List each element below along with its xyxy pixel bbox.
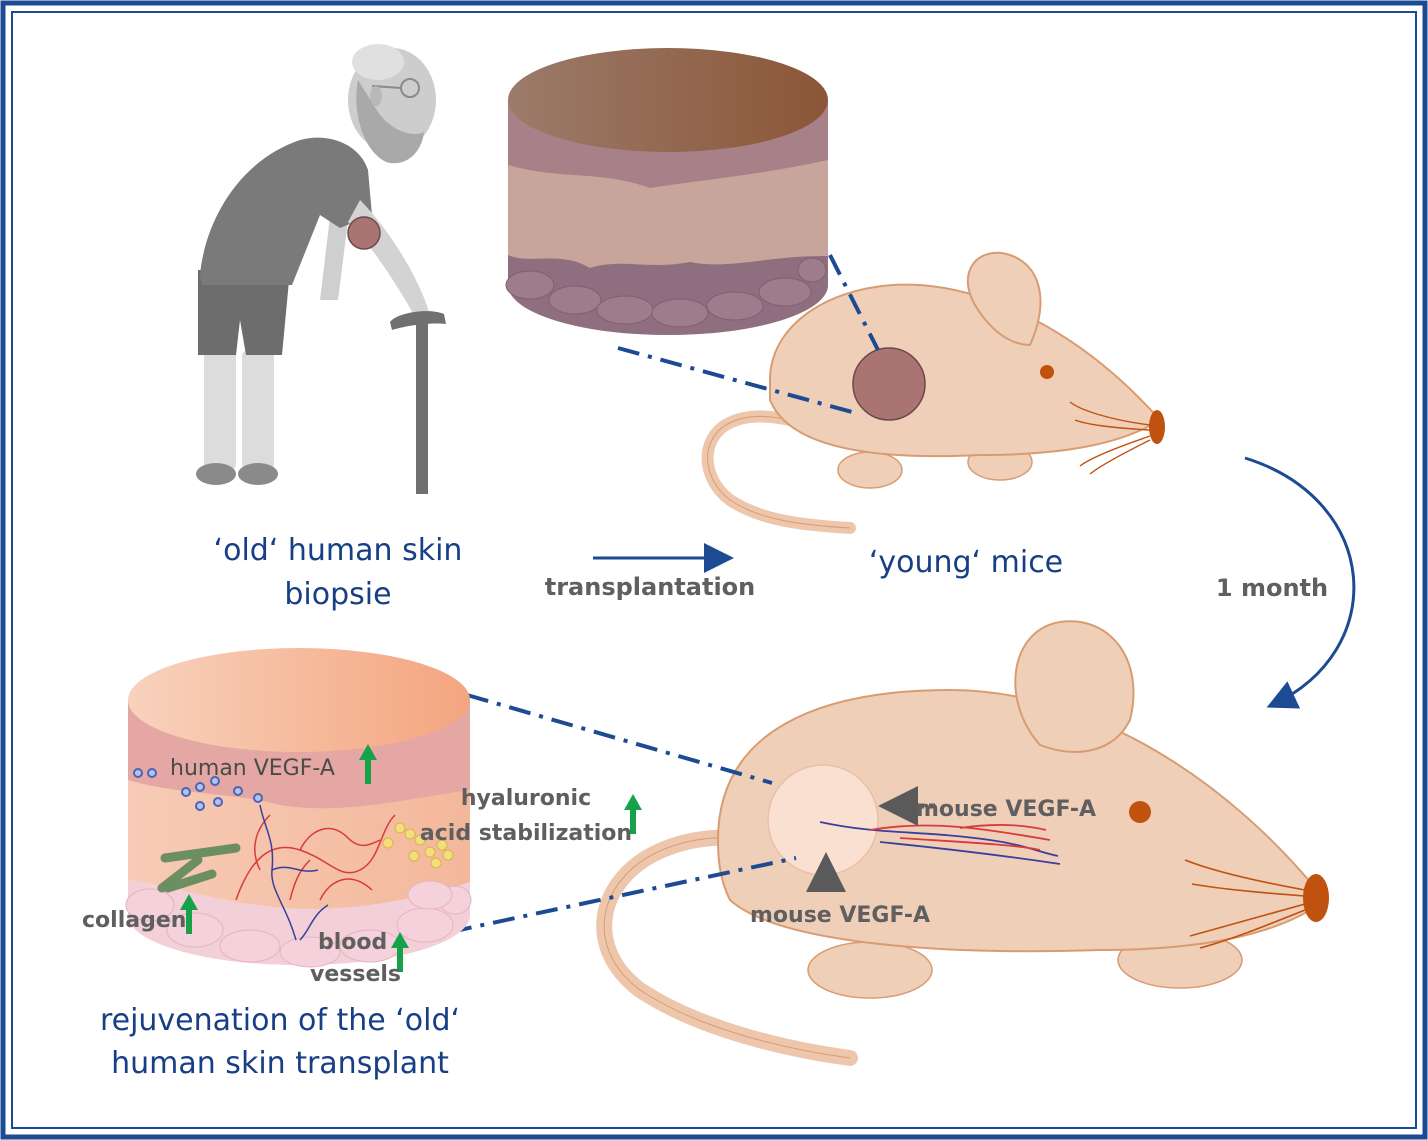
transplant-site bbox=[852, 347, 926, 421]
vessels-label: vessels bbox=[310, 962, 401, 987]
one-month-label: 1 month bbox=[1216, 574, 1328, 602]
rejuvenation-label: rejuvenation of the ‘old‘ bbox=[100, 1003, 460, 1038]
mouse-vegf-bottom-label: mouse VEGF-A bbox=[750, 903, 930, 928]
mouse-vegf-right-label: mouse VEGF-A bbox=[916, 797, 1096, 822]
biopsy-site-marker bbox=[347, 216, 381, 250]
old-skin-label: ‘old‘ human skin bbox=[214, 533, 463, 568]
up-arrow-icon bbox=[180, 894, 198, 934]
human-vegf-label: human VEGF-A bbox=[170, 756, 335, 781]
young-mice-label: ‘young‘ mice bbox=[869, 545, 1063, 580]
zoom-connector-lines-top bbox=[617, 254, 880, 414]
up-arrow-icon bbox=[359, 744, 377, 784]
old-skin-label-2: biopsie bbox=[284, 577, 391, 612]
young-mouse-icon bbox=[701, 251, 1165, 534]
one-month-arrow bbox=[1244, 456, 1356, 709]
acid-stabilization-label: acid stabilization bbox=[420, 821, 632, 846]
up-arrow-icon bbox=[391, 932, 409, 972]
inner-frame bbox=[11, 11, 1417, 1129]
rejuvenated-skin-cylinder-icon bbox=[125, 648, 472, 968]
transplantation-label: transplantation bbox=[545, 573, 756, 601]
hyaluronic-label: hyaluronic bbox=[461, 786, 591, 811]
old-skin-cylinder-icon bbox=[505, 48, 828, 335]
rejuvenation-label-2: human skin transplant bbox=[111, 1046, 449, 1081]
blood-label: blood bbox=[318, 930, 387, 955]
zoom-connector-lines-bottom bbox=[449, 693, 797, 934]
old-man-icon bbox=[196, 44, 446, 494]
collagen-label: collagen bbox=[82, 908, 186, 933]
up-arrow-icon bbox=[624, 794, 642, 834]
rejuvenated-mouse-icon bbox=[596, 620, 1329, 1066]
mouse-vegf-arrows bbox=[806, 786, 935, 892]
increase-arrows bbox=[180, 744, 642, 972]
